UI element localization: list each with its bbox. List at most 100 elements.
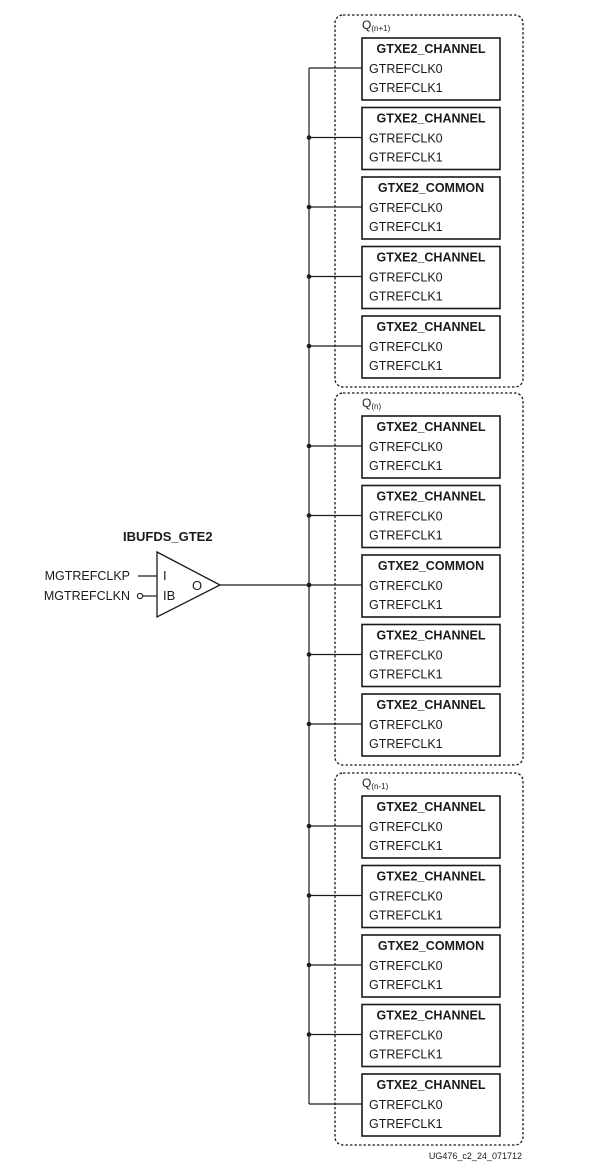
port-label: GTREFCLK1 (369, 290, 443, 304)
junction-dot (306, 513, 312, 518)
block-frame (361, 795, 501, 859)
block-name: GTXE2_CHANNEL (376, 698, 485, 712)
block-frame (361, 415, 501, 479)
block-name: GTXE2_CHANNEL (376, 870, 485, 884)
port-label: GTREFCLK1 (369, 598, 443, 612)
junction-dot (306, 343, 312, 349)
junction-dot (306, 135, 312, 140)
block-name: GTXE2_CHANNEL (376, 420, 485, 434)
port-label: GTREFCLK0 (369, 271, 443, 285)
junction-dot (306, 962, 312, 968)
buffer-inputs: MGTREFCLKP MGTREFCLKN (44, 569, 157, 603)
port-label: GTREFCLK0 (369, 649, 443, 663)
port-label: GTREFCLK0 (369, 718, 443, 732)
quad-label: Q(n-1) (362, 776, 389, 791)
input-signal-n: MGTREFCLKN (44, 589, 130, 603)
block-frame (361, 864, 501, 929)
port-label: GTREFCLK0 (369, 132, 443, 146)
block-name: GTXE2_COMMON (378, 181, 484, 195)
ibufds-buffer: IBUFDS_GTE2 I IB O (123, 529, 222, 619)
block-name: GTXE2_CHANNEL (376, 490, 485, 504)
port-label: GTREFCLK0 (369, 440, 443, 454)
port-label: GTREFCLK1 (369, 737, 443, 751)
quad-frame (334, 772, 524, 1146)
block-name: GTXE2_CHANNEL (376, 112, 485, 126)
block-name: GTXE2_CHANNEL (376, 320, 485, 334)
port-label: GTREFCLK0 (369, 1029, 443, 1043)
port-label: GTREFCLK1 (369, 220, 443, 234)
transceiver-blocks: GTXE2_CHANNELGTREFCLK0GTREFCLK1GTXE2_CHA… (306, 37, 501, 1137)
block-frame (361, 693, 501, 757)
block-name: GTXE2_CHANNEL (376, 800, 485, 814)
block-frame (361, 245, 501, 310)
inversion-bubble-icon (136, 592, 144, 600)
block-frame (361, 623, 501, 688)
block-frame (361, 315, 501, 379)
port-label: GTREFCLK1 (369, 1048, 443, 1062)
block-name: GTXE2_CHANNEL (376, 629, 485, 643)
junction-dot (306, 893, 312, 898)
quad-frame (334, 14, 524, 388)
port-label: GTREFCLK0 (369, 579, 443, 593)
port-label: GTREFCLK1 (369, 359, 443, 373)
junction-dot (306, 443, 312, 449)
buffer-pin-i: I (163, 568, 167, 583)
block-name: GTXE2_CHANNEL (376, 1078, 485, 1092)
block-name: GTXE2_CHANNEL (376, 251, 485, 265)
block-frame (361, 1073, 501, 1137)
buffer-pin-o: O (192, 578, 202, 593)
port-label: GTREFCLK1 (369, 668, 443, 682)
block-frame (361, 106, 501, 171)
block-name: GTXE2_COMMON (378, 559, 484, 573)
buffer-pin-ib: IB (163, 588, 175, 603)
junction-dot (306, 582, 312, 588)
figure-id: UG476_c2_24_071712 (429, 1151, 522, 1161)
junction-dot (306, 823, 312, 829)
port-label: GTREFCLK1 (369, 151, 443, 165)
port-label: GTREFCLK1 (369, 459, 443, 473)
junction-dot (306, 721, 312, 727)
quad-2: Q(n-1) (334, 772, 524, 1146)
quad-frame (334, 392, 524, 766)
port-label: GTREFCLK0 (369, 890, 443, 904)
input-signal-p: MGTREFCLKP (45, 569, 130, 583)
port-label: GTREFCLK0 (369, 340, 443, 354)
block-frame (361, 176, 501, 240)
port-label: GTREFCLK0 (369, 510, 443, 524)
port-label: GTREFCLK1 (369, 978, 443, 992)
quad-0: Q(n+1) (334, 14, 524, 388)
port-label: GTREFCLK1 (369, 909, 443, 923)
buffer-title: IBUFDS_GTE2 (123, 529, 213, 544)
port-label: GTREFCLK1 (369, 839, 443, 853)
quad-label: Q(n+1) (362, 18, 391, 33)
port-label: GTREFCLK0 (369, 1098, 443, 1112)
block-frame (361, 554, 501, 618)
junction-dot (306, 204, 312, 210)
block-frame (361, 934, 501, 998)
block-frame (361, 1003, 501, 1068)
port-label: GTREFCLK0 (369, 959, 443, 973)
port-label: GTREFCLK1 (369, 529, 443, 543)
block-frame (361, 37, 501, 101)
block-name: GTXE2_COMMON (378, 939, 484, 953)
port-label: GTREFCLK0 (369, 201, 443, 215)
block-name: GTXE2_CHANNEL (376, 42, 485, 56)
block-frame (361, 484, 501, 549)
junction-dot (306, 274, 312, 279)
junction-dot (306, 1032, 312, 1037)
port-label: GTREFCLK1 (369, 81, 443, 95)
port-label: GTREFCLK0 (369, 62, 443, 76)
